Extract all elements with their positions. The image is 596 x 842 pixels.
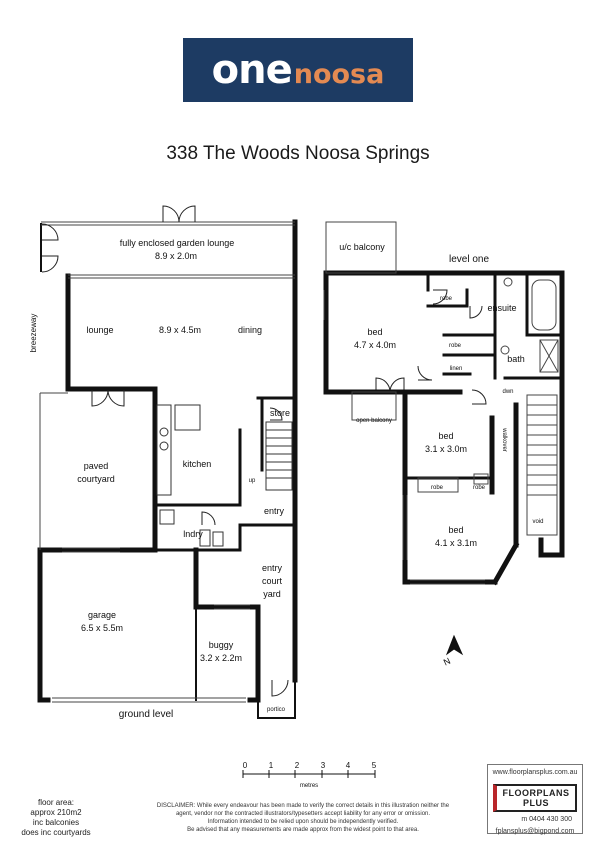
compass-letter: N bbox=[442, 656, 452, 668]
label-entry-court-2: court bbox=[262, 576, 283, 586]
door-swings bbox=[41, 205, 487, 697]
disclaimer-line: agent, vendor nor the contracted illustr… bbox=[175, 811, 431, 817]
label-garden-lounge-size: 8.9 x 2.0m bbox=[155, 251, 197, 261]
label-bath: bath bbox=[507, 354, 525, 364]
disclaimer-line: DISCLAIMER: While every endeavour has be… bbox=[156, 803, 450, 809]
label-bed-2: bed bbox=[438, 431, 453, 441]
label-robe-1: robe bbox=[440, 296, 453, 302]
north-compass: N bbox=[442, 634, 464, 668]
label-bed-1-size: 4.7 x 4.0m bbox=[354, 340, 396, 350]
label-open-balcony: open balcony bbox=[356, 418, 392, 424]
level-one-glazing bbox=[323, 221, 559, 585]
floor-area-line: approx 210m2 bbox=[30, 808, 82, 817]
label-robe-3: robe bbox=[431, 485, 444, 491]
floorplans-plus-badge: www.floorplansplus.com.au FLOORPLANS PLU… bbox=[487, 764, 583, 835]
label-dining: dining bbox=[238, 325, 262, 335]
level-one-labels: u/c balcony level one robe ensuite bed 4… bbox=[339, 242, 543, 548]
floor-area-line: floor area: bbox=[37, 798, 75, 807]
label-bed-3: bed bbox=[448, 525, 463, 535]
label-down: dwn bbox=[502, 389, 513, 395]
label-portico: portico bbox=[267, 707, 286, 713]
scale-tick-2: 2 bbox=[295, 761, 300, 770]
label-breezeway: breezeway bbox=[29, 314, 38, 353]
floor-area-note: floor area: approx 210m2 inc balconies d… bbox=[14, 798, 98, 838]
badge-website: www.floorplansplus.com.au bbox=[492, 769, 578, 776]
fixtures bbox=[156, 404, 293, 547]
label-laundry: lndry bbox=[183, 529, 203, 539]
onenoosa-logo: one noosa bbox=[183, 38, 413, 102]
badge-email: fplansplus@bigpond.com bbox=[495, 828, 575, 835]
label-buggy: buggy bbox=[209, 640, 234, 650]
label-ensuite: ensuite bbox=[487, 303, 516, 313]
label-courtyard: courtyard bbox=[77, 474, 115, 484]
badge-brand-logo: FLOORPLANS PLUS bbox=[493, 784, 577, 812]
disclaimer: DISCLAIMER: While every endeavour has be… bbox=[130, 802, 476, 834]
scale-tick-3: 3 bbox=[321, 761, 326, 770]
label-up: up bbox=[249, 478, 256, 484]
label-garage: garage bbox=[88, 610, 116, 620]
logo-text-one: one bbox=[211, 47, 293, 93]
label-bed-2-size: 3.1 x 3.0m bbox=[425, 444, 467, 454]
ground-level-labels: fully enclosed garden lounge 8.9 x 2.0m … bbox=[29, 238, 290, 720]
logo-text-noosa: noosa bbox=[293, 58, 385, 90]
property-title: 338 The Woods Noosa Springs bbox=[166, 143, 430, 164]
label-linen: linen bbox=[450, 366, 463, 372]
label-kitchen: kitchen bbox=[183, 459, 212, 469]
label-robe-2: robe bbox=[449, 343, 462, 349]
label-garden-lounge: fully enclosed garden lounge bbox=[120, 238, 235, 248]
scale-tick-1: 1 bbox=[269, 761, 274, 770]
label-ground-level: ground level bbox=[119, 709, 173, 720]
label-buggy-size: 3.2 x 2.2m bbox=[200, 653, 242, 663]
label-walkover: walkover bbox=[501, 427, 507, 452]
floor-area-line: inc balconies bbox=[32, 818, 80, 827]
label-lounge: lounge bbox=[86, 325, 113, 335]
disclaimer-line: Information intended to be relied upon s… bbox=[207, 819, 399, 825]
disclaimer-line: Be advised that any measurements are mad… bbox=[187, 827, 419, 833]
floor-area-line: does inc courtyards bbox=[21, 828, 91, 837]
label-uc-balcony: u/c balcony bbox=[339, 242, 385, 252]
label-living-size: 8.9 x 4.5m bbox=[159, 325, 201, 335]
label-entry-court-1: entry bbox=[262, 563, 283, 573]
scale-unit: metres bbox=[300, 783, 318, 789]
ground-level-walls bbox=[37, 219, 298, 719]
label-paved: paved bbox=[84, 461, 109, 471]
badge-mobile: m 0404 430 300 bbox=[521, 816, 572, 823]
scale-tick-4: 4 bbox=[346, 761, 351, 770]
label-void: void bbox=[532, 519, 543, 525]
ground-level-glazing bbox=[39, 221, 295, 703]
label-entry: entry bbox=[264, 506, 285, 516]
compass-arrow-icon bbox=[445, 634, 464, 656]
label-garage-size: 6.5 x 5.5m bbox=[81, 623, 123, 633]
label-bed-3-size: 4.1 x 3.1m bbox=[435, 538, 477, 548]
label-robe-4: robe bbox=[473, 485, 486, 491]
scale-bar: 0 1 2 3 4 5 metres bbox=[242, 761, 377, 789]
label-store: store bbox=[270, 408, 290, 418]
scale-tick-5: 5 bbox=[372, 761, 377, 770]
label-level-one: level one bbox=[449, 254, 489, 265]
label-entry-court-3: yard bbox=[263, 589, 281, 599]
label-bed-1: bed bbox=[367, 327, 382, 337]
scale-tick-0: 0 bbox=[243, 761, 248, 770]
